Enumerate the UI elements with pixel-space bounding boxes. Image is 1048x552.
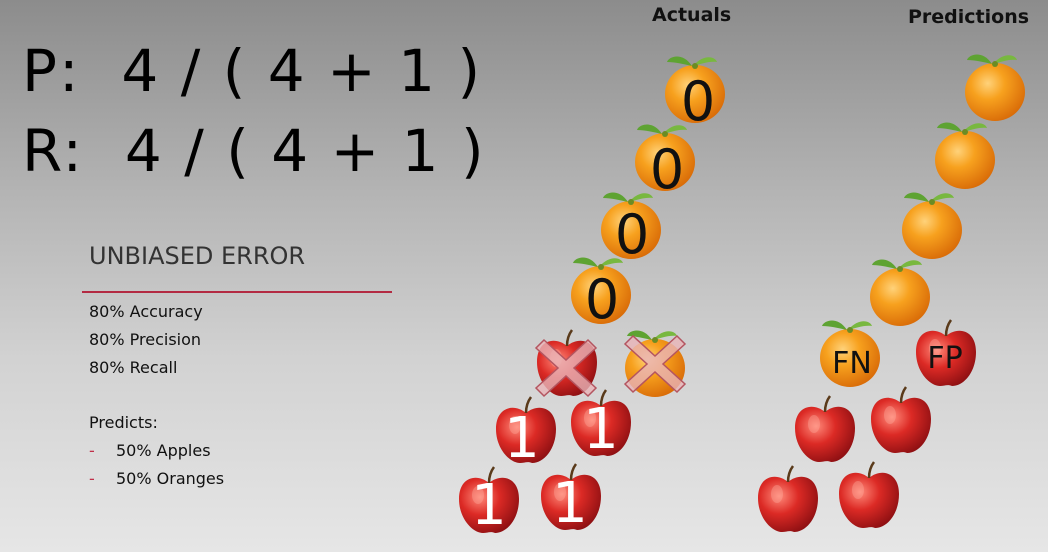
actual-label-1: 1 <box>552 471 588 536</box>
precision-formula: P: 4 / ( 4 + 1 ) <box>22 37 483 105</box>
actual-label-0: 0 <box>681 70 715 133</box>
recall-stat: 80% Recall <box>89 358 178 377</box>
actuals-heading: Actuals <box>652 4 732 26</box>
pred-apple-4 <box>756 464 820 534</box>
actual-label-1: 1 <box>504 406 540 471</box>
accuracy-stat: 80% Accuracy <box>89 302 203 321</box>
pred-orange-1 <box>965 54 1025 121</box>
pred-orange-3 <box>902 192 962 259</box>
pred-apple-1 <box>869 385 933 455</box>
title-divider <box>82 291 392 293</box>
predicts-apples: 50% Apples <box>116 441 211 460</box>
predicts-label: Predicts: <box>89 413 158 432</box>
fn-label: FN <box>832 346 872 381</box>
actual-label-1: 1 <box>583 397 619 462</box>
predicts-oranges: 50% Oranges <box>116 469 225 488</box>
pred-apple-2 <box>793 394 857 464</box>
bullet-dash: - <box>89 469 95 488</box>
actual-label-1: 1 <box>471 473 507 538</box>
pred-apple-3 <box>837 460 901 530</box>
bullet-dash: - <box>89 441 95 460</box>
predictions-heading: Predictions <box>908 6 1030 28</box>
panel-title: UNBIASED ERROR <box>89 242 306 270</box>
actual-label-0: 0 <box>615 203 649 266</box>
actual-label-0: 0 <box>650 138 684 201</box>
pred-orange-4 <box>870 259 930 326</box>
fp-label: FP <box>927 341 962 376</box>
precision-stat: 80% Precision <box>89 330 202 349</box>
recall-formula: R: 4 / ( 4 + 1 ) <box>22 117 486 185</box>
actual-label-0: 0 <box>585 268 619 331</box>
pred-orange-2 <box>935 122 995 189</box>
